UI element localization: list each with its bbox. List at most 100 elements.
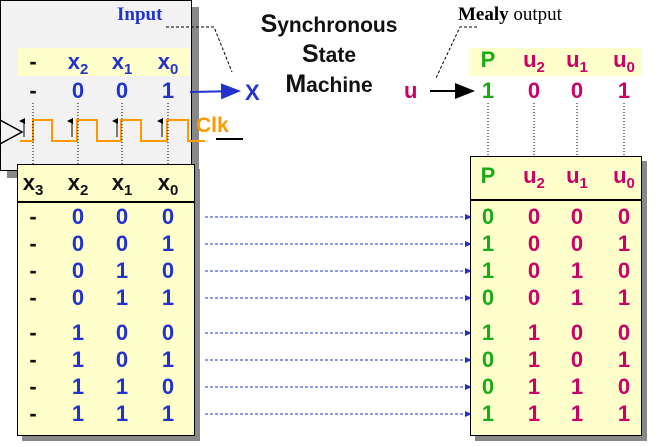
input-table-cell: -: [29, 374, 37, 399]
input-table-cell: 0: [71, 204, 85, 229]
output-table-header-cell: u1: [566, 163, 588, 192]
input-table-cell: -: [29, 285, 37, 310]
output-table-cell: 0: [570, 347, 584, 372]
output-table-cell: 0: [481, 347, 495, 372]
input-table-cell: 0: [71, 231, 85, 256]
output-table-cell: 1: [617, 347, 631, 372]
input-table-cell: 0: [115, 204, 129, 229]
input-table-cell: 1: [161, 347, 175, 372]
input-table-cell: 1: [71, 401, 85, 426]
output-table-cell: 0: [570, 231, 584, 256]
output-example-header-cell: u2: [523, 47, 545, 76]
output-table-cell: 0: [617, 204, 631, 229]
input-table-cell: -: [29, 401, 37, 426]
input-leader-line: [166, 26, 233, 73]
input-example-header-cell: x2: [67, 49, 89, 78]
input-table-cell: 1: [161, 231, 175, 256]
output-table-cell: 1: [481, 401, 495, 426]
output-example-value: 1: [617, 78, 631, 103]
input-example-value: 1: [161, 78, 175, 103]
output-example-value: 0: [527, 78, 541, 103]
output-table-cell: 1: [481, 258, 495, 283]
output-table-cell: 1: [527, 347, 541, 372]
output-table-cell: 0: [527, 258, 541, 283]
mealy-leader-line: [435, 26, 477, 79]
output-word: output: [513, 4, 562, 25]
input-table-cell: 1: [115, 374, 129, 399]
input-table-cell: 0: [115, 320, 129, 345]
input-table-cell: 0: [115, 231, 129, 256]
input-example-header-band: [18, 48, 190, 76]
input-table-cell: 1: [71, 374, 85, 399]
input-table: [17, 164, 195, 436]
output-table-header-cell: P: [480, 163, 496, 188]
output-table-cell: 0: [617, 258, 631, 283]
output-table-cell: 1: [481, 231, 495, 256]
input-example-header-cell: -: [29, 49, 37, 74]
clock-label: Clk: [196, 114, 229, 137]
output-example-header-cell: u0: [613, 47, 635, 76]
x-port-label: X: [245, 80, 260, 105]
output-table-cell: 1: [570, 285, 584, 310]
input-table-cell: 1: [115, 285, 129, 310]
input-table-header-cell: x0: [157, 170, 179, 199]
input-table-cell: 0: [71, 258, 85, 283]
output-table-cell: 0: [617, 320, 631, 345]
synchronous-state-machine: Synchronous State Machine: [0, 0, 397, 171]
input-table-header-cell: x3: [22, 170, 44, 199]
output-table-header-cell: u0: [613, 163, 635, 192]
input-table-cell: -: [29, 204, 37, 229]
input-table-cell: 1: [161, 285, 175, 310]
mealy-word: Mealy: [458, 4, 509, 25]
input-table-header-cell: x1: [111, 170, 133, 199]
input-table-cell: 1: [71, 320, 85, 345]
input-arrow: [189, 83, 241, 100]
input-table-cell: 1: [161, 401, 175, 426]
u-port-label: u: [404, 78, 418, 103]
output-table-cell: 1: [617, 231, 631, 256]
mealy-output-title: Mealy output: [458, 4, 562, 26]
output-table-cell: 1: [527, 374, 541, 399]
input-table-cell: 1: [71, 347, 85, 372]
output-table-cell: 1: [481, 320, 495, 345]
output-table-cell: 1: [527, 401, 541, 426]
output-table-cell: 1: [617, 401, 631, 426]
output-example-value: 0: [570, 78, 584, 103]
machine-title: Synchronous State Machine: [260, 10, 398, 98]
output-table-cell: 0: [527, 285, 541, 310]
output-table-cell: 0: [570, 204, 584, 229]
output-example-value: 1: [481, 78, 495, 103]
input-table-cell: 1: [115, 258, 129, 283]
input-table-header-cell: x2: [67, 170, 89, 199]
output-table-cell: 0: [481, 204, 495, 229]
input-example-header-cell: x1: [111, 49, 133, 78]
output-table-cell: 1: [570, 374, 584, 399]
input-table-cell: 0: [161, 320, 175, 345]
row-mapping-arrows: [205, 214, 472, 417]
input-table-cell: 0: [161, 258, 175, 283]
clock-waveform: [20, 119, 205, 142]
input-table-cell: 0: [161, 204, 175, 229]
output-table-cell: 0: [570, 320, 584, 345]
output-table-cell: 1: [617, 285, 631, 310]
output-table-cell: 0: [527, 204, 541, 229]
input-example-value: 0: [115, 78, 129, 103]
input-title: Input: [117, 4, 163, 25]
input-table-cell: 1: [115, 401, 129, 426]
input-example-value: -: [29, 78, 37, 103]
output-table-cell: 1: [570, 401, 584, 426]
input-table-cell: -: [29, 258, 37, 283]
output-table-cell: 0: [527, 231, 541, 256]
input-table-cell: 0: [115, 347, 129, 372]
output-example-header-cell: P: [480, 47, 496, 72]
output-table: [470, 156, 642, 436]
output-table-cell: 0: [617, 374, 631, 399]
output-table-cell: 0: [481, 374, 495, 399]
output-table-cell: 0: [481, 285, 495, 310]
output-example-header-band: [470, 48, 642, 76]
input-table-cell: -: [29, 320, 37, 345]
output-table-cell: 1: [570, 258, 584, 283]
input-table-cell: -: [29, 231, 37, 256]
output-table-cell: 1: [527, 320, 541, 345]
